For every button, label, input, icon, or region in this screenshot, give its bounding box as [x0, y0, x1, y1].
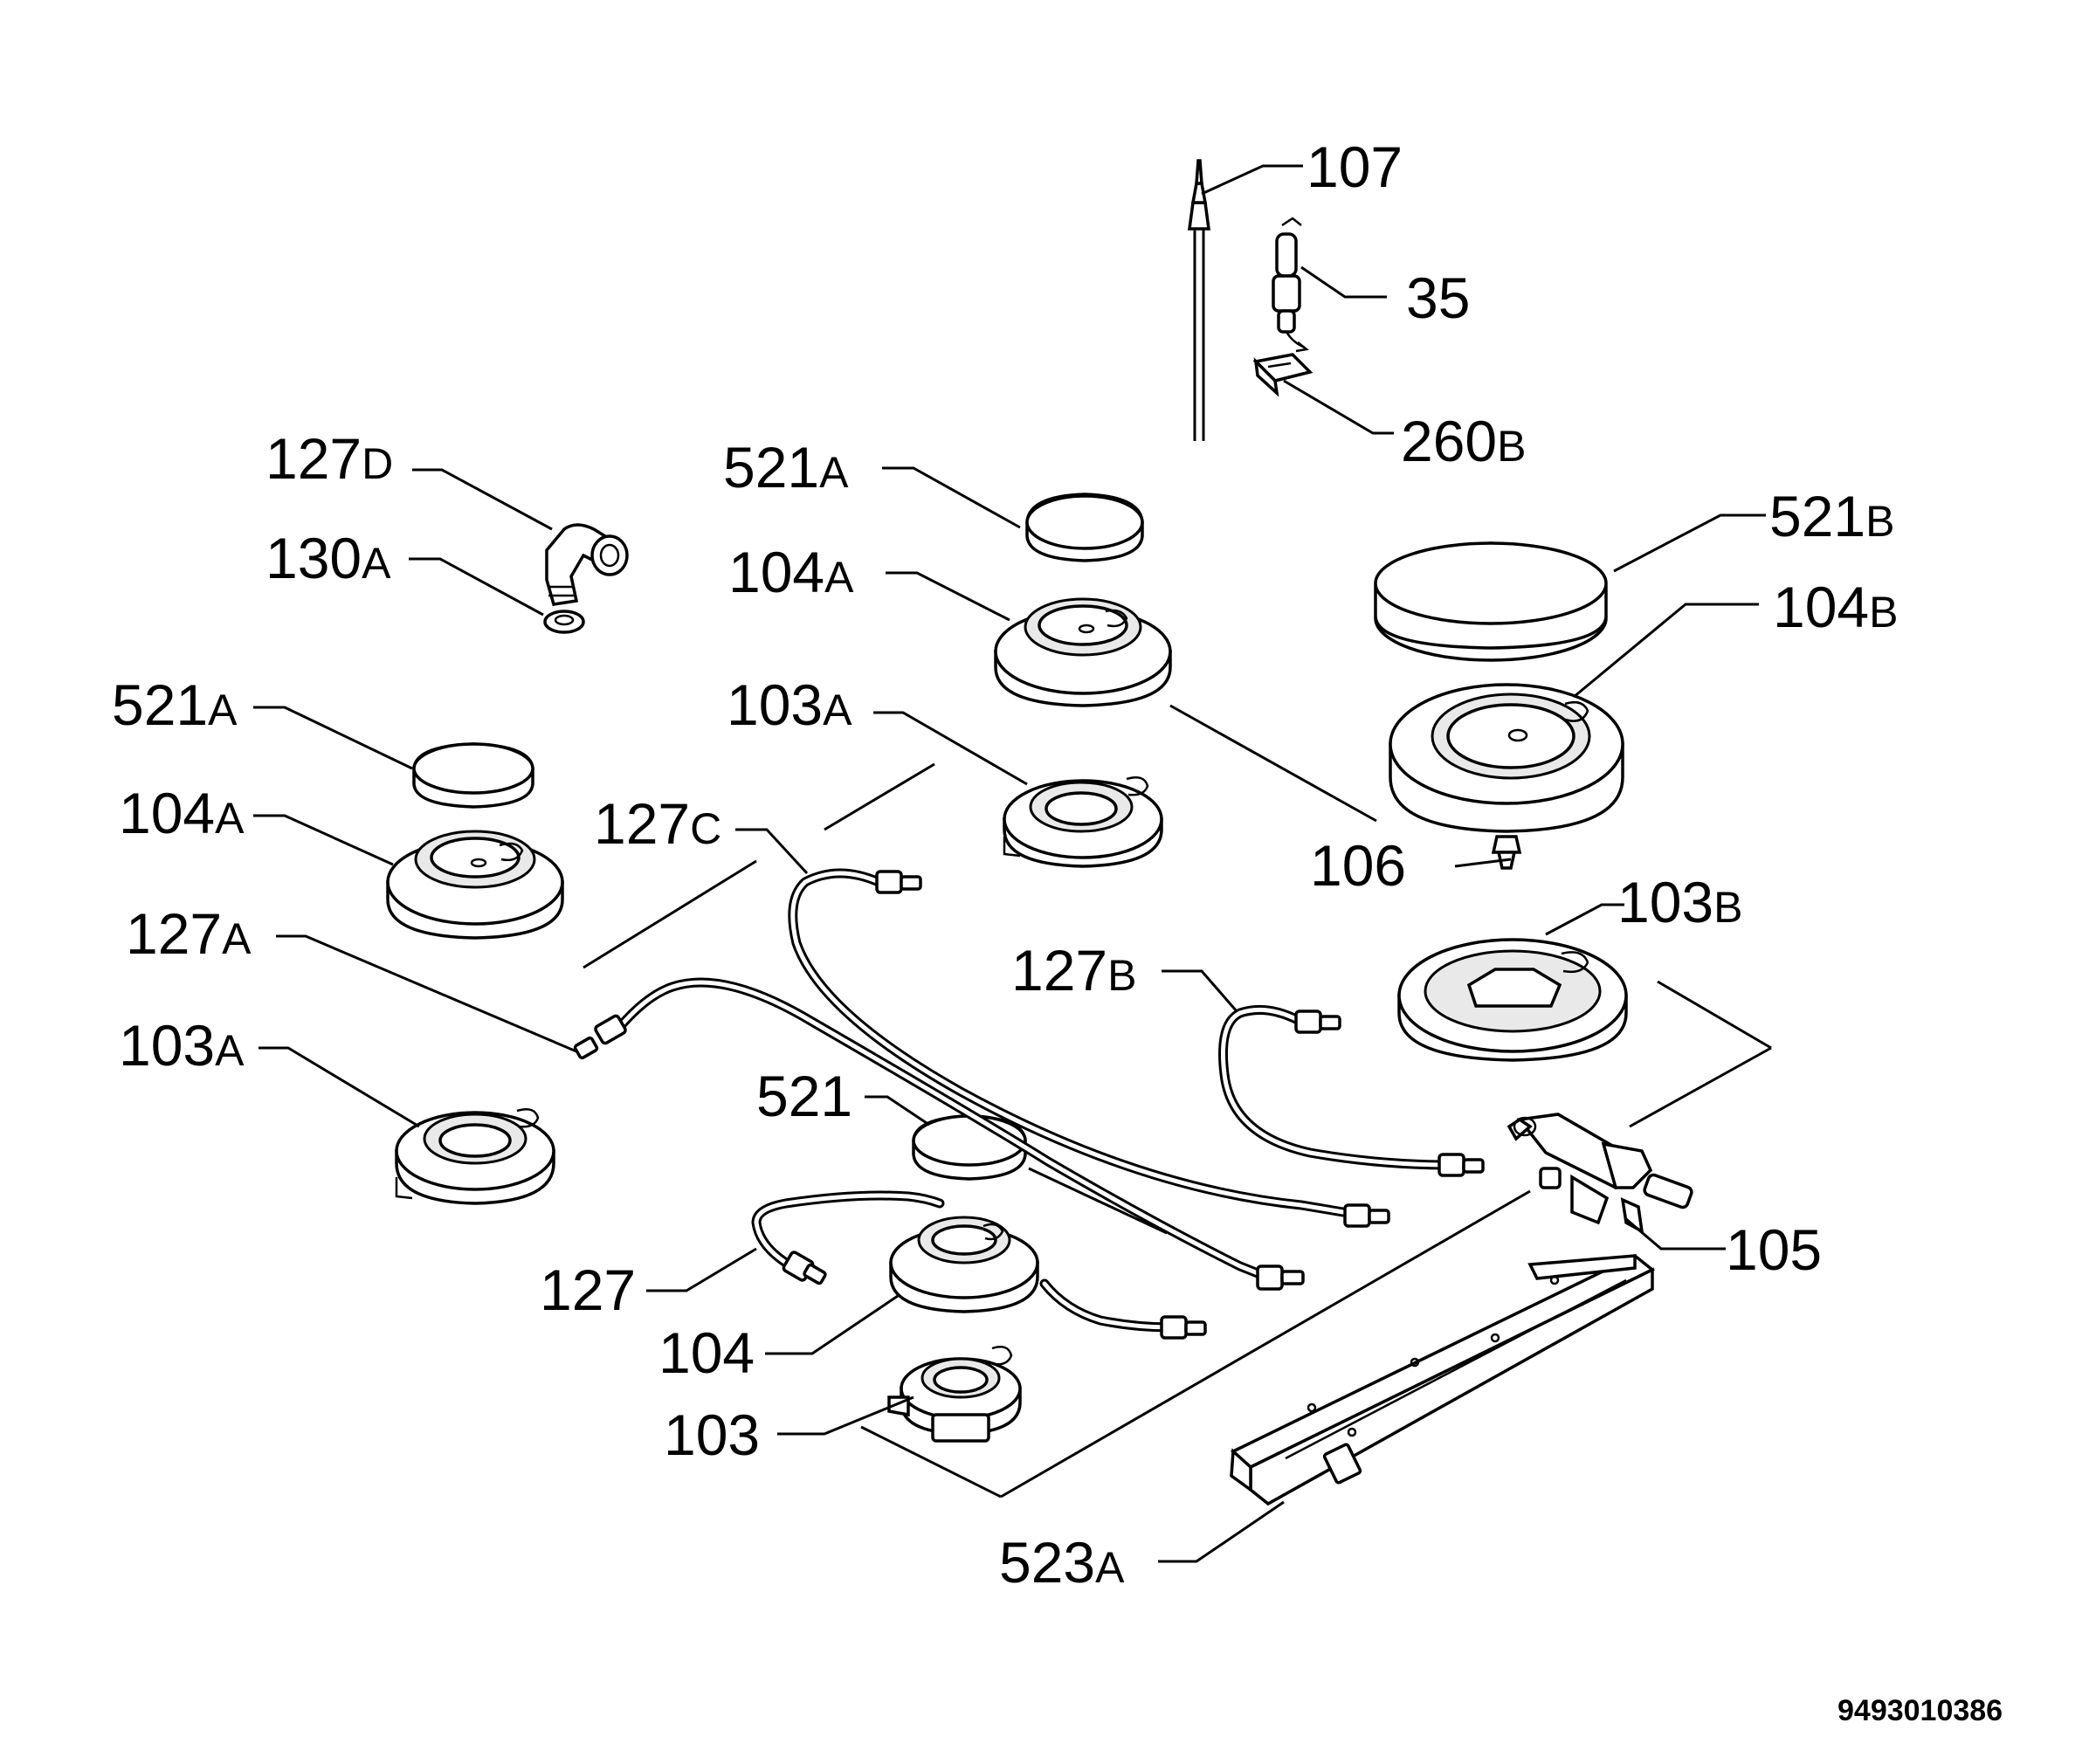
part-labels: 107 35 260B 521B 104B 127D 130A 521A 104…	[112, 134, 2003, 1727]
label-107: 107	[1307, 134, 1403, 199]
part-104b-burner-head	[1389, 683, 1624, 833]
part-103b-burner-cup	[1397, 938, 1628, 1062]
label-103a-left: 103A	[119, 1013, 245, 1078]
part-106-injector	[1491, 835, 1522, 870]
part-521a-top-cap	[1025, 493, 1144, 562]
part-127d-elbow	[545, 523, 629, 606]
part-523a-rail	[1230, 1253, 1656, 1506]
label-103: 103	[664, 1402, 760, 1467]
part-521a-left-cap	[412, 742, 534, 809]
label-521a-top: 521A	[723, 435, 849, 500]
part-260b-clip	[1252, 353, 1313, 397]
label-523a: 523A	[999, 1530, 1125, 1595]
part-127c-gas-pipe	[788, 868, 1390, 1228]
label-106: 106	[1310, 833, 1406, 898]
part-105-gas-tap	[1506, 1113, 1693, 1235]
label-103b: 103B	[1617, 870, 1742, 934]
label-127: 127	[540, 1258, 636, 1322]
part-130a-washer	[543, 610, 585, 634]
label-127a: 127A	[126, 901, 252, 966]
label-104: 104	[658, 1320, 755, 1385]
label-521b: 521B	[1769, 484, 1894, 548]
label-104b: 104B	[1773, 575, 1898, 639]
part-521-cap	[912, 1114, 1027, 1181]
part-127b-gas-pipe	[1217, 1004, 1485, 1177]
part-127a-gas-pipe	[573, 977, 1305, 1291]
label-521: 521	[756, 1064, 852, 1128]
part-103-burner-cup	[887, 1346, 1022, 1443]
label-127b: 127B	[1011, 938, 1136, 1003]
label-260b: 260B	[1401, 409, 1526, 473]
part-103a-top-burner-cup	[1003, 776, 1163, 868]
label-127c: 127C	[594, 791, 721, 856]
drawing-code: 9493010386	[1837, 1694, 2003, 1727]
part-521b-cap	[1374, 541, 1608, 662]
label-104a-top: 104A	[728, 540, 854, 604]
label-35: 35	[1406, 265, 1470, 330]
assembly-guide-lines	[583, 704, 1772, 1499]
label-127d: 127D	[265, 426, 393, 491]
part-35-electrode	[1272, 217, 1309, 353]
label-104a-left: 104A	[119, 781, 245, 845]
part-104a-top-burner-head	[994, 597, 1172, 707]
part-104a-left-burner-head	[386, 830, 564, 940]
label-130a: 130A	[265, 526, 391, 590]
label-103a-top: 103A	[727, 672, 852, 737]
label-105: 105	[1726, 1217, 1822, 1282]
part-104-burner-head	[889, 1216, 1039, 1313]
label-521a-left: 521A	[112, 672, 238, 737]
part-107-thermocouple	[1188, 159, 1210, 441]
part-103a-left-burner-cup	[395, 1108, 555, 1205]
part-127-gas-pipe	[751, 1190, 1207, 1340]
leader-lines	[253, 164, 1766, 1563]
